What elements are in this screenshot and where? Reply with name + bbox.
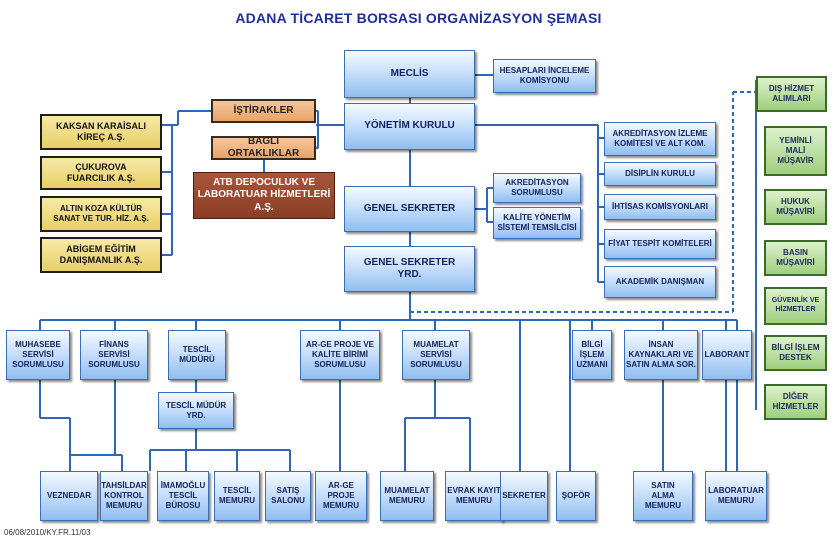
- diger-hizmetler-box: DİĞER HİZMETLER: [764, 384, 827, 420]
- insan-kaynaklari-box: İNSAN KAYNAKLARI VE SATIN ALMA SOR.: [624, 330, 698, 380]
- meclis-box: MECLİS: [344, 50, 475, 98]
- bagli-ortakliklar-box: BAĞLI ORTAKLIKLAR: [211, 136, 316, 160]
- tahsildar-box: TAHSİLDAR KONTROL MEMURU: [100, 471, 148, 521]
- istirakler-box: İŞTİRAKLER: [211, 99, 316, 123]
- basin-musaviri-box: BASIN MÜŞAVİRİ: [764, 240, 827, 276]
- evrak-kayit-box: EVRAK KAYIT MEMURU: [445, 471, 503, 521]
- tescil-muduru-box: TESCİL MÜDÜRÜ: [168, 330, 226, 380]
- bilgi-islem-destek-box: BİLGİ İŞLEM DESTEK: [764, 335, 827, 371]
- abigem-box: ABİGEM EĞİTİM DANIŞMANLIK A.Ş.: [40, 237, 162, 273]
- genel-sekreter-yrd-box: GENEL SEKRETER YRD.: [344, 246, 475, 292]
- altin-koza-box: ALTIN KOZA KÜLTÜR SANAT VE TUR. HİZ. A.Ş…: [40, 196, 162, 232]
- ihtisas-komisyonlari-box: İHTİSAS KOMİSYONLARI: [604, 194, 716, 220]
- kaksan-box: KAKSAN KARAİSALI KİREÇ A.Ş.: [40, 114, 162, 150]
- arge-memuru-box: AR-GE PROJE MEMURU: [315, 471, 367, 521]
- imamoglu-box: İMAMOĞLU TESCİL BÜROSU: [157, 471, 209, 521]
- arge-kalite-box: AR-GE PROJE VE KALİTE BİRİMİ SORUMLUSU: [300, 330, 380, 380]
- yeminli-mali-box: YEMİNLİ MALİ MÜŞAVİR: [764, 126, 827, 176]
- laborant-box: LABORANT: [702, 330, 752, 380]
- muhasebe-servisi-box: MUHASEBE SERVİSİ SORUMLUSU: [6, 330, 70, 380]
- muamelat-memuru-box: MUAMELAT MEMURU: [380, 471, 434, 521]
- finans-servisi-box: FİNANS SERVİSİ SORUMLUSU: [80, 330, 148, 380]
- fiyat-tespit-box: FİYAT TESPİT KOMİTELERİ: [604, 229, 716, 259]
- muamelat-servisi-box: MUAMELAT SERVİSİ SORUMLUSU: [402, 330, 470, 380]
- kalite-yonetim-box: KALİTE YÖNETİM SİSTEMİ TEMSİLCİSİ: [493, 207, 581, 239]
- hukuk-musaviri-box: HUKUK MÜŞAVİRİ: [764, 189, 827, 225]
- akreditasyon-sorumlusu-box: AKREDİTASYON SORUMLUSU: [493, 173, 581, 203]
- yonetim-kurulu-box: YÖNETİM KURULU: [344, 103, 475, 150]
- sofor-box: ŞOFÖR: [556, 471, 596, 521]
- footer-code: 06/08/2010/KY.FR.11/03: [4, 528, 91, 537]
- atb-depoculuk-box: ATB DEPOCULUK VE LABORATUAR HİZMETLERİ A…: [193, 172, 335, 219]
- genel-sekreter-box: GENEL SEKRETER: [344, 186, 475, 232]
- cukurova-box: ÇUKUROVA FUARCILIK A.Ş.: [40, 156, 162, 190]
- satis-salonu-box: SATIŞ SALONU: [265, 471, 311, 521]
- tescil-mudur-yrd-box: TESCİL MÜDÜR YRD.: [158, 392, 234, 429]
- veznedar-box: VEZNEDAR: [40, 471, 98, 521]
- bilgi-islem-uzmani-box: BİLGİ İŞLEM UZMANI: [572, 330, 612, 380]
- tescil-memuru-box: TESCİL MEMURU: [214, 471, 260, 521]
- hesaplari-inceleme-box: HESAPLARI İNCELEME KOMİSYONU: [493, 59, 596, 93]
- laboratuar-memuru-box: LABORATUAR MEMURU: [705, 471, 767, 521]
- satin-alma-box: SATIN ALMA MEMURU: [633, 471, 693, 521]
- guvenlik-hizmetler-box: GÜVENLİK VE HİZMETLER: [764, 287, 827, 325]
- akreditasyon-izleme-box: AKREDİTASYON İZLEME KOMİTESİ VE ALT KOM.: [604, 122, 716, 156]
- akademik-danisman-box: AKADEMİK DANIŞMAN: [604, 266, 716, 298]
- disiplin-kurulu-box: DİSİPLİN KURULU: [604, 162, 716, 186]
- page-title: ADANA TİCARET BORSASI ORGANİZASYON ŞEMAS…: [235, 10, 602, 26]
- dis-hizmet-box: DIŞ HİZMET ALIMLARI: [756, 76, 827, 112]
- sekreter-box: SEKRETER: [500, 471, 548, 521]
